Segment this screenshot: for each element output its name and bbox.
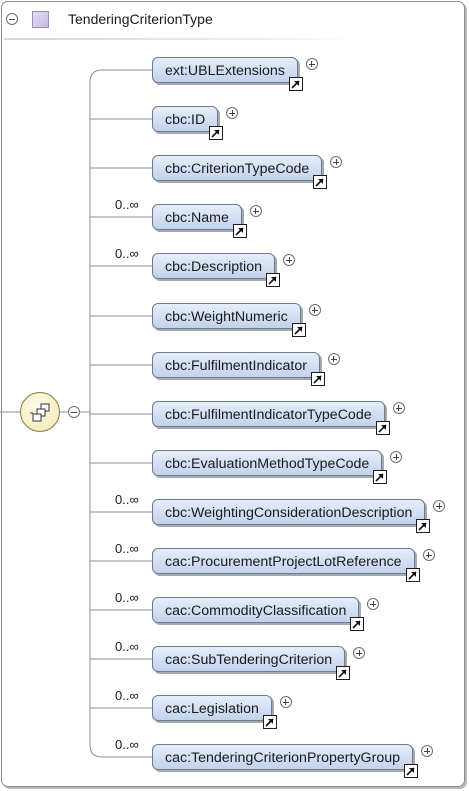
- reference-arrow-icon: [313, 175, 328, 189]
- element-name-label: cbc:WeightNumeric: [165, 309, 288, 325]
- expand-children-toggle-icon[interactable]: [390, 451, 403, 463]
- element-name-label: cbc:ID: [165, 112, 206, 128]
- expand-children-toggle-icon[interactable]: [367, 598, 380, 610]
- expand-children-toggle-icon[interactable]: [421, 745, 433, 757]
- cardinality-label: 0..∞: [115, 639, 139, 654]
- schema-element-node[interactable]: cbc:EvaluationMethodTypeCode: [152, 450, 388, 484]
- schema-element-node[interactable]: cbc:Description: [152, 253, 280, 287]
- element-name-box[interactable]: cbc:CriterionTypeCode: [152, 155, 328, 189]
- cardinality-label: 0..∞: [115, 737, 139, 752]
- reference-arrow-icon: [416, 519, 431, 533]
- header-divider: [4, 38, 354, 40]
- sequence-compositor[interactable]: [20, 392, 60, 432]
- schema-element-node[interactable]: cbc:FulfilmentIndicator: [152, 352, 325, 386]
- element-name-label: cbc:FulfilmentIndicatorTypeCode: [165, 407, 372, 423]
- expand-children-toggle-icon[interactable]: [279, 696, 292, 708]
- reference-arrow-icon: [266, 273, 280, 287]
- element-name-label: cbc:WeightingConsiderationDescription: [165, 505, 413, 521]
- element-name-box[interactable]: cbc:WeightingConsiderationDescription: [152, 499, 431, 533]
- schema-element-node[interactable]: cac:Legislation: [152, 695, 277, 729]
- element-name-box[interactable]: cbc:EvaluationMethodTypeCode: [152, 450, 388, 484]
- schema-element-node[interactable]: cac:TenderingCriterionPropertyGroup: [152, 744, 418, 778]
- schema-element-node[interactable]: cbc:ID: [152, 106, 224, 140]
- element-name-box[interactable]: cac:CommodityClassification: [152, 597, 365, 631]
- schema-element-node[interactable]: cbc:FulfilmentIndicatorTypeCode: [152, 401, 390, 435]
- expand-children-toggle-icon[interactable]: [308, 304, 321, 316]
- element-name-box[interactable]: ext:UBLExtensions: [152, 57, 303, 91]
- element-name-label: cbc:EvaluationMethodTypeCode: [165, 456, 370, 472]
- reference-arrow-icon: [310, 372, 325, 386]
- expand-children-toggle-icon[interactable]: [392, 402, 405, 414]
- cardinality-label: 0..∞: [115, 590, 139, 605]
- element-name-label: cbc:FulfilmentIndicator: [165, 358, 307, 374]
- element-name-box[interactable]: cac:TenderingCriterionPropertyGroup: [152, 744, 418, 778]
- element-name-label: cac:ProcurementProjectLotReference: [165, 554, 402, 570]
- element-name-label: ext:UBLExtensions: [165, 63, 285, 79]
- reference-arrow-icon: [232, 224, 247, 238]
- reference-arrow-icon: [373, 470, 388, 484]
- expand-children-toggle-icon[interactable]: [422, 549, 435, 561]
- expand-children-toggle-icon[interactable]: [249, 205, 262, 217]
- element-name-label: cbc:CriterionTypeCode: [165, 161, 310, 177]
- element-name-box[interactable]: cac:SubTenderingCriterion: [152, 646, 351, 680]
- schema-element-node[interactable]: cac:CommodityClassification: [152, 597, 365, 631]
- expand-children-toggle-icon[interactable]: [226, 107, 239, 119]
- element-name-box[interactable]: cbc:WeightNumeric: [152, 303, 306, 337]
- schema-element-node[interactable]: cac:ProcurementProjectLotReference: [152, 548, 420, 582]
- complex-type-icon: [32, 11, 49, 28]
- expand-children-toggle-icon[interactable]: [433, 500, 446, 512]
- schema-element-node[interactable]: cbc:Name: [152, 204, 247, 238]
- sequence-compositor-icon: [30, 403, 50, 422]
- element-name-label: cbc:Description: [165, 259, 262, 275]
- cardinality-label: 0..∞: [115, 492, 139, 507]
- schema-element-node[interactable]: cac:SubTenderingCriterion: [152, 646, 351, 680]
- element-name-label: cac:Legislation: [165, 701, 259, 717]
- reference-arrow-icon: [288, 77, 303, 91]
- collapse-sequence-toggle-icon[interactable]: [68, 406, 80, 418]
- reference-arrow-icon: [375, 421, 390, 435]
- expand-children-toggle-icon[interactable]: [283, 254, 295, 266]
- reference-arrow-icon: [350, 617, 365, 631]
- cardinality-label: 0..∞: [115, 541, 139, 556]
- expand-children-toggle-icon[interactable]: [353, 647, 366, 659]
- element-name-label: cac:CommodityClassification: [165, 603, 347, 619]
- element-name-label: cac:SubTenderingCriterion: [165, 652, 333, 668]
- collapse-type-toggle-icon[interactable]: [6, 13, 18, 25]
- element-name-box[interactable]: cbc:ID: [152, 106, 224, 140]
- cardinality-label: 0..∞: [115, 688, 139, 703]
- reference-arrow-icon: [291, 323, 306, 337]
- schema-element-node[interactable]: cbc:CriterionTypeCode: [152, 155, 328, 189]
- element-name-box[interactable]: cbc:Description: [152, 253, 280, 287]
- schema-element-node[interactable]: ext:UBLExtensions: [152, 57, 303, 91]
- expand-children-toggle-icon[interactable]: [305, 58, 318, 70]
- expand-children-toggle-icon[interactable]: [330, 156, 343, 168]
- schema-element-node[interactable]: cbc:WeightNumeric: [152, 303, 306, 337]
- reference-arrow-icon: [404, 764, 418, 778]
- element-name-box[interactable]: cac:ProcurementProjectLotReference: [152, 548, 420, 582]
- reference-arrow-icon: [336, 666, 351, 680]
- cardinality-label: 0..∞: [115, 197, 139, 212]
- cardinality-label: 0..∞: [115, 246, 139, 261]
- expand-children-toggle-icon[interactable]: [327, 353, 340, 365]
- element-name-label: cac:TenderingCriterionPropertyGroup: [165, 750, 400, 766]
- element-name-box[interactable]: cac:Legislation: [152, 695, 277, 729]
- element-name-box[interactable]: cbc:FulfilmentIndicatorTypeCode: [152, 401, 390, 435]
- element-name-label: cbc:Name: [165, 210, 229, 226]
- reference-arrow-icon: [262, 715, 277, 729]
- reference-arrow-icon: [209, 126, 224, 140]
- reference-arrow-icon: [405, 568, 420, 582]
- type-name: TenderingCriterionType: [68, 11, 213, 27]
- element-name-box[interactable]: cbc:Name: [152, 204, 247, 238]
- schema-element-node[interactable]: cbc:WeightingConsiderationDescription: [152, 499, 431, 533]
- element-name-box[interactable]: cbc:FulfilmentIndicator: [152, 352, 325, 386]
